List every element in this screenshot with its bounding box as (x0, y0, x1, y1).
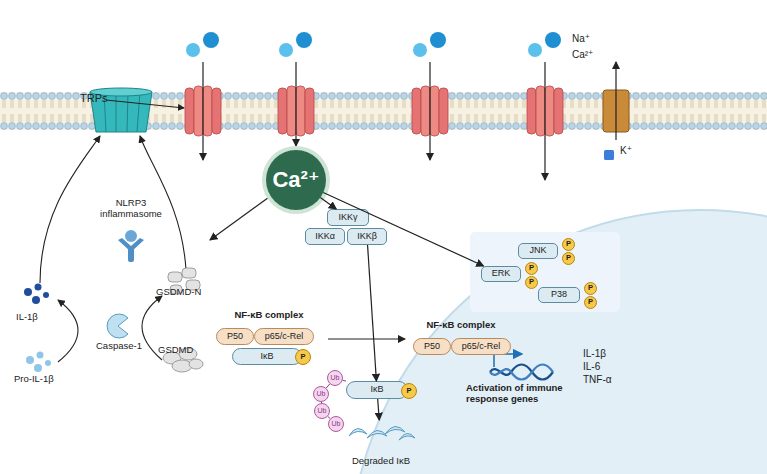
ikk-subunit: IKKγ (327, 209, 369, 226)
node-text: P (566, 254, 571, 262)
protein-label: GSDMD (158, 345, 193, 356)
node-text: Ub (332, 420, 341, 428)
protein-oval: P50 (413, 338, 451, 355)
node-text: Degraded IκB (352, 456, 410, 466)
node-text: P (300, 353, 305, 361)
node-text: P (588, 284, 593, 292)
protein-label: GSDMD-N (156, 287, 201, 298)
cytokine-label: TNF-α (583, 374, 612, 386)
ikk-subunit: IKKα (305, 228, 345, 245)
calcium-arrow (210, 195, 272, 240)
trp-channels (185, 86, 563, 136)
ikb-oval: IκB P (232, 348, 302, 365)
phosphate-circle: P (525, 262, 538, 275)
pro-il1b-dots (26, 352, 51, 373)
complex-label: NLRP3 inflammasome (86, 198, 176, 220)
node-text: IKKβ (357, 232, 377, 242)
chain-line (326, 384, 329, 388)
cytokine-label: Pro-IL-1β (14, 374, 54, 385)
phosphate-circle: P (584, 296, 597, 309)
phosphate-circle: P (401, 383, 417, 399)
ion-label: K⁺ (620, 145, 632, 157)
ikk-subunit: IKKβ (347, 228, 387, 245)
node-text: IKKα (315, 232, 335, 242)
channel-label: TRPs (80, 92, 108, 105)
ion-label: Na⁺ (572, 33, 590, 45)
influx-arrows (203, 62, 545, 180)
node-text: P50 (424, 342, 440, 352)
protein-oval: p65/c-Rel (254, 328, 314, 345)
il1b-dots (24, 284, 49, 305)
node-text: p65/c-Rel (462, 342, 501, 352)
node-text: Ub (331, 374, 340, 382)
nfkb-complex: NF-κB complexP50 p65/c-RelIκB P (210, 310, 328, 368)
degraded-ikb: Degraded IκB (345, 420, 417, 466)
node-text: ERK (492, 269, 511, 279)
node-text: p65/c-Rel (265, 332, 304, 342)
cytokine-label: IL-1β (583, 348, 606, 360)
node-text: IKKγ (338, 213, 357, 223)
node-text: P (529, 264, 534, 272)
ubiquitin-circle: Ub (328, 416, 344, 432)
phosphate-circle: P (562, 238, 575, 251)
phosphate-circle: P (584, 282, 597, 295)
transcription-arrow (494, 354, 522, 367)
node-text: IκB (370, 385, 383, 395)
release-arrows (40, 136, 186, 362)
node-text: Ca²⁺ (272, 168, 319, 192)
ion-label: Ca²⁺ (572, 49, 593, 61)
protein-oval: P50 (216, 328, 254, 345)
fragment-icon (345, 420, 417, 446)
cytokine-label: IL-6 (583, 361, 600, 373)
mapk-box: JNKPP (518, 243, 558, 259)
node-text: P50 (227, 332, 243, 342)
ubiquitin-circle: Ub (313, 386, 329, 402)
node-text: P (406, 387, 411, 395)
mapk-box: ERKPP (481, 266, 521, 282)
cytokine-label: IL-1β (16, 312, 38, 323)
calcium-circle: Ca²⁺ (266, 150, 326, 210)
signal-arrow (320, 198, 336, 209)
node-text: Ub (317, 390, 326, 398)
protein-oval: p65/c-Rel (451, 338, 511, 355)
node-text: P (566, 240, 571, 248)
node-text: JNK (529, 246, 546, 256)
signal-arrow (378, 399, 380, 420)
node-text: IκB (260, 352, 273, 362)
ikb-oval: IκB P (346, 381, 408, 399)
enzyme-label: Caspase-1 (96, 341, 142, 352)
node-text: P (529, 278, 534, 286)
gene-label: Activation of immune response genes (466, 383, 566, 405)
phosphate-circle: P (525, 276, 538, 289)
nfkb-complex: NF-κB complexP50 p65/c-Rel (405, 320, 517, 358)
node-text: Ub (318, 407, 327, 415)
dna-helix (490, 365, 553, 380)
ubiquitin-circle: Ub (327, 370, 343, 386)
signal-arrow (323, 193, 483, 266)
caspase-icon (107, 314, 128, 338)
mapk-box: P38PP (538, 287, 580, 303)
ubiquitin-circle: Ub (314, 403, 330, 419)
inflammasome-icon (118, 230, 144, 262)
signal-arrow (368, 245, 377, 381)
chain-line (343, 380, 346, 382)
nucleus (350, 210, 767, 474)
phosphate-circle: P (295, 349, 311, 365)
cation-ions (186, 32, 561, 57)
group-heading: NF-κB complex (405, 320, 517, 330)
mapk-panel (470, 232, 620, 312)
phosphate-circle: P (562, 252, 575, 265)
node-text: P (588, 298, 593, 306)
group-heading: NF-κB complex (210, 310, 328, 320)
leader-arrow (106, 100, 184, 108)
signal-arrow (328, 338, 405, 339)
node-text: P38 (551, 290, 567, 300)
